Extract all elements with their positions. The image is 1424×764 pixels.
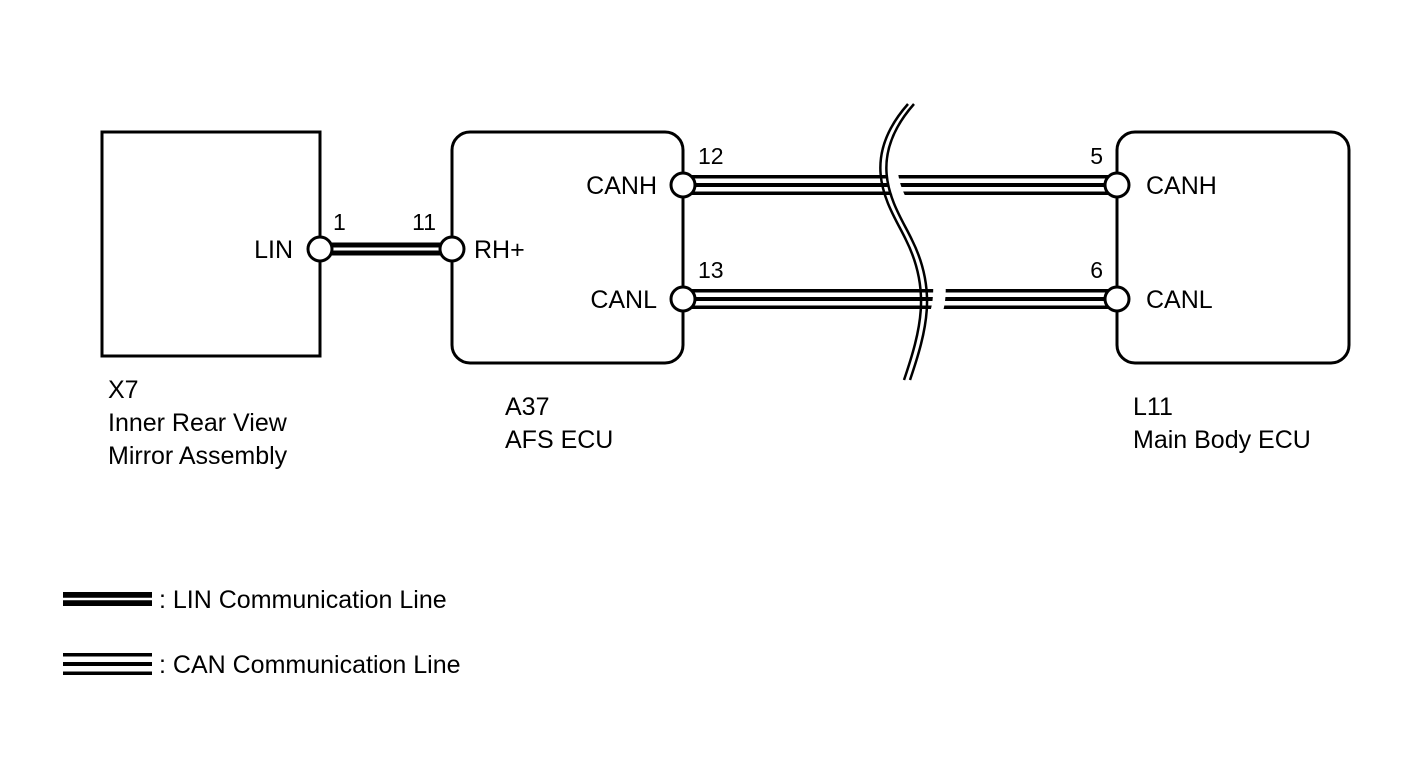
pin-number-l11-6: 6 (1090, 257, 1103, 283)
component-code-x7: X7 (108, 376, 139, 404)
component-code-l11: L11 (1133, 393, 1173, 421)
component-name-l11: Main Body ECU (1133, 426, 1311, 454)
signal-label-l11-canh: CANH (1146, 172, 1217, 200)
pin-number-a37-13: 13 (698, 257, 724, 283)
component-code-a37: A37 (505, 393, 549, 421)
break-mark (879, 103, 946, 381)
pin-number-a37-11: 11 (412, 209, 436, 235)
terminal-l11-5 (1103, 171, 1131, 199)
pin-number-l11-5: 5 (1090, 143, 1103, 169)
legend-can-label: : CAN Communication Line (159, 651, 461, 679)
terminal-l11-6 (1103, 285, 1131, 313)
terminal-x7-1 (306, 235, 334, 263)
signal-label-a37-canh: CANH (586, 172, 657, 200)
component-name-a37: AFS ECU (505, 426, 613, 454)
legend-lin-label: : LIN Communication Line (159, 586, 447, 614)
signal-label-a37-canl: CANL (590, 286, 657, 314)
component-name-x7-line2: Mirror Assembly (108, 442, 288, 470)
signal-label-a37-rh: RH+ (474, 236, 525, 264)
terminal-a37-12 (669, 171, 697, 199)
terminal-a37-13 (669, 285, 697, 313)
terminal-a37-11 (438, 235, 466, 263)
signal-label-l11-canl: CANL (1146, 286, 1213, 314)
pin-number-a37-12: 12 (698, 143, 724, 169)
l11-main-body-ecu-box (1115, 130, 1351, 365)
pin-number-x7-1: 1 (333, 209, 346, 235)
component-name-x7-line1: Inner Rear View (108, 409, 288, 437)
legend: : LIN Communication Line : CAN Communica… (63, 586, 461, 679)
x7-mirror-box (100, 130, 322, 358)
signal-label-x7-lin: LIN (254, 236, 293, 264)
